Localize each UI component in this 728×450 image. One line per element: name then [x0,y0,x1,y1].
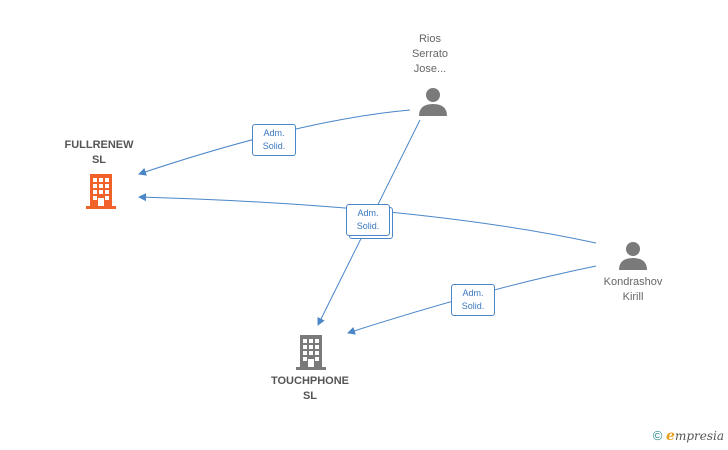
person-icon[interactable] [618,240,648,270]
role-line1: Adm. [263,128,285,138]
role-badge-kondrashov-touchphone[interactable]: Adm. Solid. [451,284,495,316]
edge-kondrashov-fullrenew [138,193,597,244]
role-line1: Adm. [462,288,484,298]
person-name-line3: Jose... [413,63,447,75]
brand-initial: e [666,428,675,444]
building-icon[interactable] [85,173,117,209]
person-name-line2: Serrato [411,48,449,60]
person-icon[interactable] [418,86,448,116]
company-name-line1: TOUCHPHONE [270,375,350,387]
role-line2: Solid. [461,301,485,311]
role-badge-rios-touchphone[interactable]: Adm. Solid. [346,204,390,236]
copyright-symbol: © [652,428,663,443]
company-name-line2: SL [91,154,107,166]
role-line2: Solid. [356,221,380,231]
company-name-line2: SL [302,390,318,402]
person-label-rios[interactable]: Rios Serrato Jose... [390,32,470,77]
brand-logo-text: empresia [666,428,724,444]
person-name-line1: Kondrashov [603,276,663,288]
brand-rest: mpresia [674,429,724,443]
role-badge-rios-fullrenew[interactable]: Adm. Solid. [252,124,296,156]
role-line1: Adm. [357,208,379,218]
company-label-fullrenew[interactable]: FULLRENEW SL [40,138,158,168]
person-label-kondrashov[interactable]: Kondrashov Kirill [588,275,678,305]
copyright-brand: © empresia [653,428,724,444]
person-name-line1: Rios [418,33,441,45]
role-line2: Solid. [262,141,286,151]
person-name-line2: Kirill [622,291,644,303]
company-name-line1: FULLRENEW [64,139,134,151]
building-icon[interactable] [295,334,327,370]
company-label-touchphone[interactable]: TOUCHPHONE SL [250,374,370,404]
